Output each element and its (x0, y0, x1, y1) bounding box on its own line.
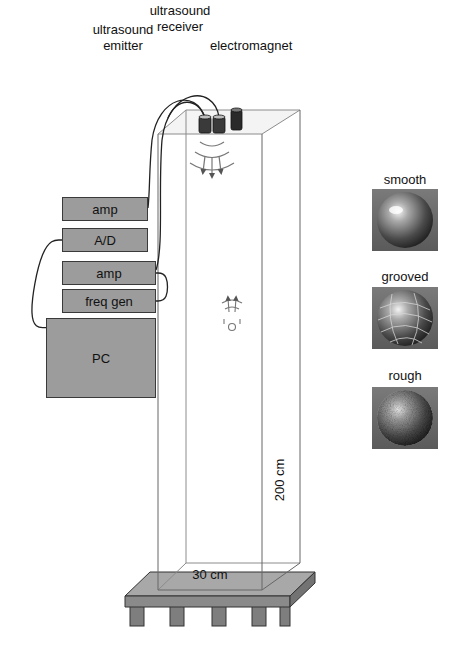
smooth-sphere (377, 192, 433, 248)
rough-sphere (377, 390, 433, 446)
wave-arrow (228, 298, 229, 312)
equipment-box: amp (62, 197, 148, 221)
box-label: A/D (94, 233, 116, 248)
water-tank (158, 110, 300, 590)
wave-front (200, 142, 224, 146)
electromagnet-cap (231, 108, 242, 112)
groove (378, 313, 432, 322)
part-label: ultrasound emitter (86, 22, 160, 54)
tank-edge (158, 590, 262, 591)
pallet-leg (212, 606, 226, 626)
falling-sphere (229, 324, 236, 331)
sphere-photo (372, 287, 438, 349)
highlight (389, 206, 403, 214)
box-label: PC (92, 351, 110, 366)
equipment-box: A/D (62, 228, 148, 252)
wave-front (225, 307, 239, 309)
wave-arrow (219, 156, 221, 172)
groove (380, 302, 430, 310)
groove (412, 293, 419, 345)
wave-arrow (203, 156, 205, 172)
wave-arrow (211, 158, 212, 176)
part-label: grooved (365, 269, 445, 285)
photo-background (372, 387, 438, 449)
equipment-box: PC (46, 318, 156, 398)
wave-front (222, 300, 242, 303)
cable (156, 96, 219, 270)
emitter-cap (199, 115, 211, 119)
pallet-leg (280, 606, 290, 626)
wave-arrow (235, 298, 236, 312)
dimension-label: 200 cm (272, 448, 288, 512)
sphere-photo (372, 387, 438, 449)
grooved-sphere (377, 290, 433, 346)
groove (390, 294, 398, 344)
tank-top (158, 110, 300, 134)
box-label: freq gen (85, 294, 133, 309)
photo-background (372, 287, 438, 349)
part-label: electromagnet (210, 38, 320, 54)
part-label: rough (365, 368, 445, 384)
sphere-photo (372, 189, 438, 251)
tank-edge (262, 134, 263, 590)
grooves (378, 293, 432, 345)
part-label: smooth (365, 172, 445, 188)
wave-front (195, 152, 229, 158)
equipment-box: amp (62, 261, 156, 285)
photo-background (372, 189, 438, 251)
wave-tick (239, 319, 240, 324)
box-label: amp (96, 266, 121, 281)
reflected-waves (222, 298, 242, 331)
pallet-leg (170, 606, 184, 626)
box-label: amp (92, 202, 117, 217)
tank-edge (300, 110, 301, 563)
part-label: 30 cm (180, 567, 240, 583)
part-label: ultrasound receiver (143, 3, 217, 35)
pallet-leg (130, 606, 144, 626)
tank-edge (158, 134, 159, 590)
tank-edge (158, 563, 186, 590)
pallet-leg (252, 606, 266, 626)
equipment-box: freq gen (62, 289, 156, 313)
pallet-front (125, 596, 290, 607)
tank-edge (262, 563, 300, 590)
receiver-cap (213, 115, 225, 119)
groove (381, 325, 429, 334)
pallet-side (290, 572, 315, 607)
tank-edge (186, 563, 300, 564)
cable (156, 273, 168, 301)
electromagnet-body (231, 110, 242, 130)
cable (148, 100, 205, 208)
emitted-waves (190, 142, 234, 176)
sensors (199, 108, 242, 133)
cable (32, 240, 62, 328)
groove (390, 338, 422, 343)
tank-edge (186, 110, 187, 563)
wave-tick (223, 319, 224, 324)
